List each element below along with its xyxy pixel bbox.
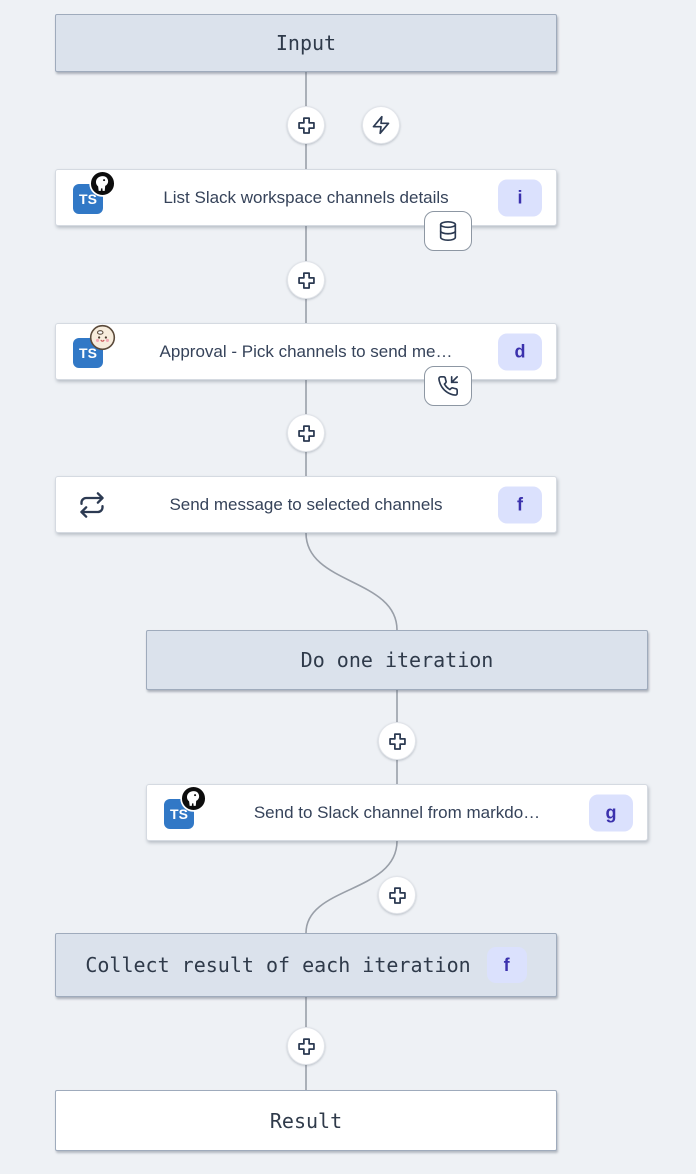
step-node-forloop[interactable]: Send message to selected channels f [55, 476, 557, 533]
step-node-list-channels[interactable]: TS List Slack workspace channels details… [55, 169, 557, 226]
add-step-button-5[interactable] [378, 876, 416, 914]
step-label: List Slack workspace channels details [163, 187, 449, 207]
add-step-button-3[interactable] [287, 414, 325, 452]
iteration-node-label: Do one iteration [300, 648, 494, 672]
plus-icon [387, 731, 408, 752]
step-id-badge: d [498, 333, 542, 370]
deno-icon [180, 785, 207, 812]
cache-indicator-chip [424, 211, 472, 251]
database-icon [437, 220, 459, 242]
step-node-approval[interactable]: TS Approval - Pick channels to send me… … [55, 323, 557, 380]
input-node[interactable]: Input [55, 14, 557, 72]
trigger-button[interactable] [362, 106, 400, 144]
bun-icon [89, 324, 116, 351]
language-icon-cluster: TS [147, 785, 211, 840]
add-step-button-4[interactable] [378, 722, 416, 760]
step-label: Send to Slack channel from markdo… [253, 802, 541, 822]
phone-incoming-icon [437, 375, 459, 397]
zap-icon [371, 115, 391, 135]
add-step-button-6[interactable] [287, 1027, 325, 1065]
step-label: Approval - Pick channels to send me… [159, 341, 453, 361]
step-label: Send message to selected channels [169, 494, 443, 514]
suspend-indicator-chip [424, 366, 472, 406]
repeat-icon [78, 491, 106, 519]
collect-result-label: Collect result of each iteration [85, 953, 471, 977]
plus-icon [296, 270, 317, 291]
collect-result-node[interactable]: Collect result of each iteration f [55, 933, 557, 997]
step-id-badge: f [486, 947, 527, 983]
result-node[interactable]: Result [55, 1090, 557, 1151]
add-step-button-1[interactable] [287, 106, 325, 144]
plus-icon [296, 115, 317, 136]
step-id-badge: g [589, 794, 633, 831]
iteration-node[interactable]: Do one iteration [146, 630, 648, 690]
language-icon-cluster: TS [56, 324, 120, 379]
plus-icon [296, 423, 317, 444]
plus-icon [387, 885, 408, 906]
step-id-badge: i [498, 179, 542, 216]
input-node-label: Input [275, 31, 337, 55]
add-step-button-2[interactable] [287, 261, 325, 299]
plus-icon [296, 1036, 317, 1057]
step-id-badge: f [498, 486, 542, 523]
step-node-send-markdown[interactable]: TS Send to Slack channel from markdo… g [146, 784, 648, 841]
language-icon-cluster: TS [56, 170, 120, 225]
deno-icon [89, 170, 116, 197]
result-node-label: Result [269, 1108, 343, 1133]
